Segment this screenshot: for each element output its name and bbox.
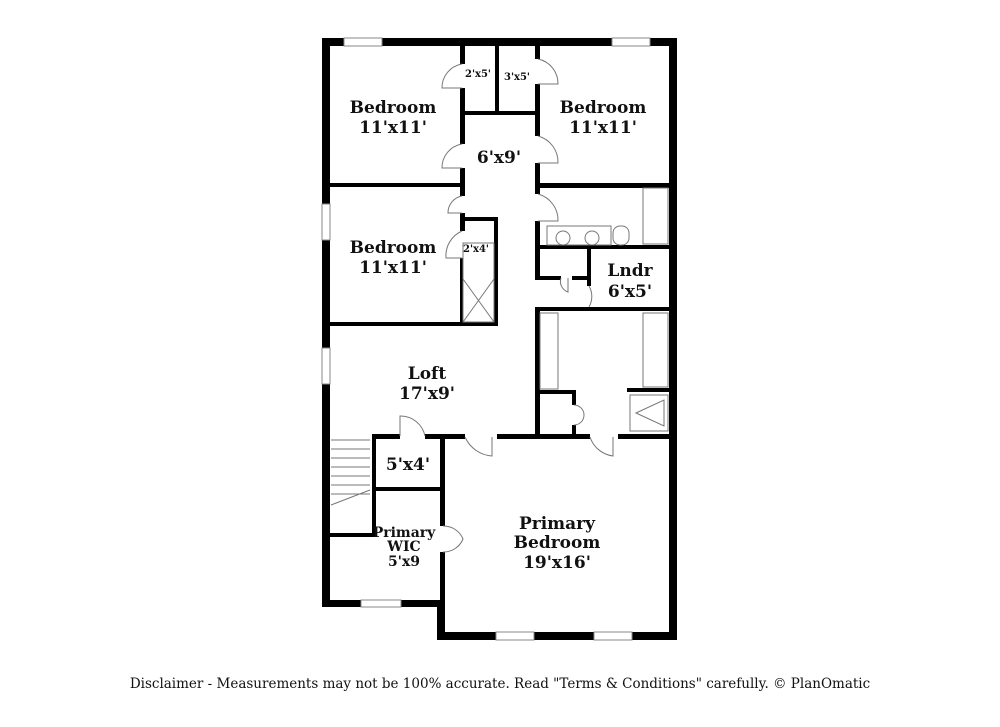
room-size: 2'x4' (463, 244, 489, 255)
room-size: 5'x9 (388, 554, 420, 570)
disclaimer: Disclaimer - Measurements may not be 100… (129, 676, 871, 692)
room-size: 6'x9' (477, 148, 521, 168)
vanity-icon (539, 312, 559, 390)
linen-closet-icon (462, 242, 495, 323)
room-size: 2'x5' (465, 69, 491, 80)
room-size: 11'x11' (359, 118, 427, 138)
doors (399, 58, 614, 553)
room-labels: Bedroom 11'x11' Bedroom 11'x11' Bedroom … (350, 69, 654, 573)
bathtub-icon (642, 312, 669, 388)
room-size: 11'x11' (359, 258, 427, 278)
room-size: 6'x5' (608, 282, 652, 302)
room-name: Lndr (607, 261, 653, 281)
fixtures (330, 187, 669, 506)
room-name: Loft (408, 364, 447, 384)
room-size: 19'x16' (523, 553, 591, 573)
room-name: Primary (373, 525, 436, 541)
bathtub-icon (642, 187, 669, 245)
windows (321, 37, 651, 641)
toilet-icon (612, 225, 630, 246)
room-name: Bedroom (350, 238, 437, 258)
room-name: Bedroom (560, 98, 647, 118)
room-size: 11'x11' (569, 118, 637, 138)
room-name: Bedroom (514, 533, 601, 553)
stairs-icon (330, 439, 371, 506)
room-size: 3'x5' (504, 72, 530, 83)
room-size: 17'x9' (399, 384, 455, 404)
room-name: Primary (519, 514, 596, 534)
room-name: Bedroom (350, 98, 437, 118)
room-size: 5'x4' (386, 455, 430, 475)
room-name: WIC (386, 539, 420, 555)
